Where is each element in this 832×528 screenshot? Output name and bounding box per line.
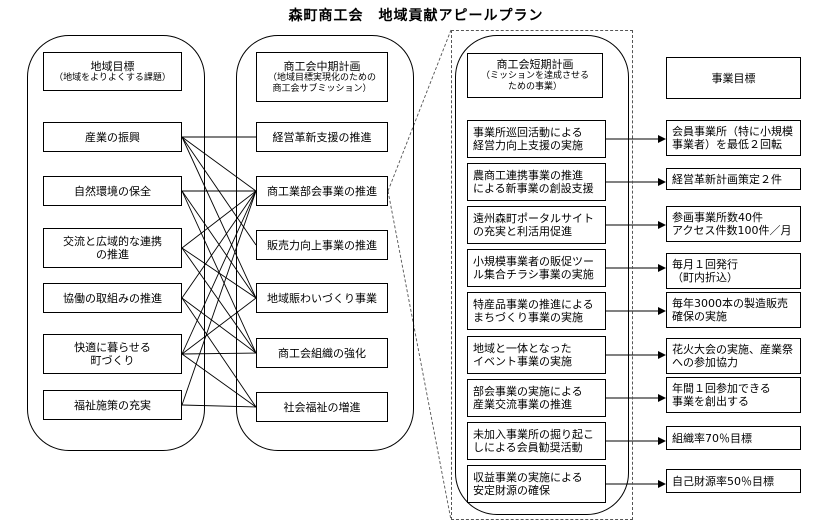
region-to-midterm-link	[181, 297, 257, 355]
region-goal-item: 自然環境の保全	[43, 176, 182, 206]
region-goal-item: 福祉施策の充実	[43, 390, 182, 420]
page-title: 森町商工会 地域貢献アピールプラン	[288, 8, 544, 24]
shortterm-header-title: 商工会短期計画	[496, 58, 574, 71]
midterm-header-title: 商工会中期計画	[283, 59, 361, 73]
shortterm-dashed-frame	[451, 30, 633, 520]
midterm-plan-item: 経営革新支援の推進	[256, 122, 388, 152]
midterm-plan-group	[236, 35, 414, 451]
region-to-midterm-link	[181, 190, 257, 355]
business-goal-item: 自己財源率50％目標	[666, 469, 801, 493]
expansion-line-top	[387, 29, 452, 192]
shortterm-plan-item: 未加入事業所の掘り起こ しによる会員勧奨活動	[467, 422, 606, 460]
expansion-line-bottom	[387, 190, 452, 521]
shortterm-plan-item: 農商工連携事業の推進 による新事業の創設支援	[467, 163, 606, 201]
midterm-header: 商工会中期計画 （地域目標実現化のための 商工会サブミッション）	[256, 52, 388, 102]
business-goal-item: 花火大会の実施、産業祭 への参加協力	[666, 338, 801, 374]
midterm-plan-item: 社会福祉の増進	[256, 392, 388, 422]
shortterm-plan-item: 収益事業の実施による 安定財源の確保	[467, 465, 606, 503]
midterm-plan-item: 販売力向上事業の推進	[256, 230, 388, 260]
region-to-midterm-link	[181, 136, 257, 299]
shortterm-header-subtitle: （ミッションを達成させる ための事業）	[480, 71, 589, 92]
shortterm-plan-item: 部会事業の実施による 産業交流事業の推進	[467, 379, 606, 417]
region-header-title: 地域目標	[90, 59, 135, 73]
shortterm-plan-item: 遠州森町ポータルサイト の充実と利活用促進	[467, 206, 606, 244]
region-goal-item: 協働の取組みの推進	[43, 283, 182, 313]
region-to-midterm-link	[181, 353, 257, 408]
business-goal-item: 経営革新計画策定２件	[666, 168, 801, 190]
shortterm-header: 商工会短期計画 （ミッションを達成させる ための事業）	[467, 53, 603, 98]
shortterm-plan-item: 事業所巡回活動による 経営力向上支援の実施	[467, 120, 606, 158]
midterm-plan-item: 商工業部会事業の推進	[256, 176, 388, 206]
shortterm-plan-item: 特産品事業の推進による まちづくり事業の実施	[467, 292, 606, 330]
midterm-plan-item: 商工会組織の強化	[256, 338, 388, 368]
midterm-plan-item: 地域賑わいづくり事業	[256, 283, 388, 313]
region-goal-item: 交流と広域的な連携 の推進	[43, 228, 182, 268]
region-header-subtitle: （地域をよりよくする課題）	[54, 72, 171, 83]
shortterm-plan-group	[455, 35, 629, 515]
region-goal-item: 産業の振興	[43, 122, 182, 152]
shortterm-plan-item: 小規模事業者の販促ツー ル集合チラシ事業の実施	[467, 249, 606, 287]
region-to-midterm-link	[181, 190, 257, 406]
region-to-midterm-link	[181, 352, 257, 355]
region-to-midterm-link	[181, 247, 257, 354]
business-goal-item: 年間１回参加できる 事業を創出する	[666, 377, 801, 413]
business-goal-item: 毎年3000本の製造販売 確保の実施	[666, 292, 801, 328]
goals-header: 事業目標	[666, 57, 801, 99]
region-to-midterm-link	[181, 297, 257, 408]
region-to-midterm-link	[181, 190, 257, 299]
shortterm-plan-item: 地域と一体となった イベント事業の実施	[467, 336, 606, 374]
region-goal-item: 快適に暮らせる 町づくり	[43, 334, 182, 374]
region-to-midterm-link	[181, 136, 257, 192]
region-header: 地域目標 （地域をよりよくする課題）	[43, 52, 182, 91]
midterm-header-subtitle: （地域目標実現化のための 商工会サブミッション）	[267, 72, 376, 94]
region-goals-group	[27, 35, 205, 451]
region-to-midterm-link	[181, 404, 257, 408]
business-goal-item: 毎月１回発行 （町内折込）	[666, 253, 801, 289]
business-goal-item: 組織率70％目標	[666, 426, 801, 450]
region-to-midterm-link	[181, 190, 257, 249]
business-goal-item: 参画事業所数40件 アクセス件数100件／月	[666, 206, 801, 242]
business-goal-item: 会員事業所（特に小規模 事業者）を最低２回転	[666, 120, 801, 156]
